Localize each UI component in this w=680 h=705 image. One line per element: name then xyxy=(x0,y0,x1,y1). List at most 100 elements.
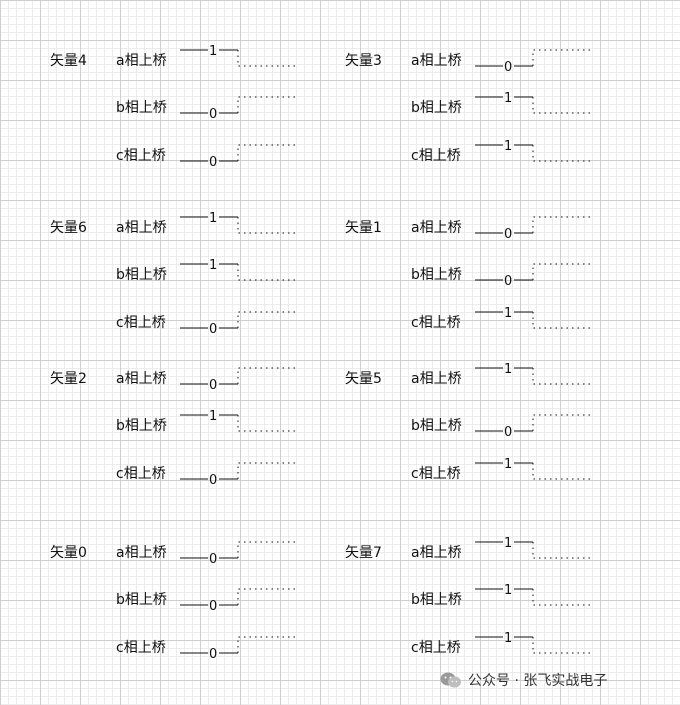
phase-label: b相上桥 xyxy=(411,592,462,608)
phase-label: c相上桥 xyxy=(411,148,461,164)
phase-label: b相上桥 xyxy=(116,267,167,283)
dotted-transition-line xyxy=(532,49,593,66)
value-digit: 1 xyxy=(504,91,512,106)
value-digit: 0 xyxy=(504,60,512,75)
phase-label: a相上桥 xyxy=(116,53,167,69)
phase-waveform: 1 xyxy=(475,536,593,559)
phase-waveform: 0 xyxy=(180,367,298,393)
value-digit: 1 xyxy=(504,306,512,321)
dotted-transition-line xyxy=(237,636,298,653)
value-digit: 0 xyxy=(209,155,217,170)
phase-waveform: 1 xyxy=(180,44,298,67)
value-digit: 0 xyxy=(209,107,217,122)
dotted-transition-line xyxy=(532,312,593,329)
vector-label: 矢量4 xyxy=(50,53,87,69)
value-digit: 0 xyxy=(504,227,512,242)
phase-waveform: 1 xyxy=(475,583,593,606)
vector-label: 矢量3 xyxy=(345,53,382,69)
phase-waveform: 1 xyxy=(180,409,298,432)
phase-label: a相上桥 xyxy=(116,371,167,387)
watermark: 公众号 · 张飞实战电子 xyxy=(440,670,607,690)
dotted-transition-line xyxy=(237,588,298,605)
dotted-transition-line xyxy=(237,50,298,67)
phase-waveform: 0 xyxy=(475,216,593,242)
phase-label: a相上桥 xyxy=(116,220,167,236)
dotted-transition-line xyxy=(532,542,593,559)
dotted-transition-line xyxy=(532,97,593,114)
phase-label: c相上桥 xyxy=(411,315,461,331)
dotted-transition-line xyxy=(532,263,593,280)
phase-waveform: 0 xyxy=(475,49,593,75)
value-digit: 1 xyxy=(504,362,512,377)
phase-label: c相上桥 xyxy=(411,466,461,482)
value-digit: 1 xyxy=(209,258,217,273)
phase-waveform: 0 xyxy=(180,96,298,122)
phase-waveform: 1 xyxy=(475,306,593,329)
wechat-icon xyxy=(440,672,461,688)
dotted-transition-line xyxy=(532,414,593,431)
dotted-transition-line xyxy=(237,144,298,161)
value-digit: 1 xyxy=(504,536,512,551)
value-digit: 1 xyxy=(504,139,512,154)
phase-label: c相上桥 xyxy=(116,466,166,482)
vector-label: 矢量2 xyxy=(50,371,87,387)
phase-label: b相上桥 xyxy=(116,418,167,434)
phase-waveform: 1 xyxy=(475,139,593,162)
phase-label: a相上桥 xyxy=(411,53,462,69)
phase-waveform: 0 xyxy=(180,462,298,488)
vector-label: 矢量6 xyxy=(50,220,87,236)
value-digit: 1 xyxy=(209,211,217,226)
value-digit: 1 xyxy=(504,457,512,472)
dotted-transition-line xyxy=(532,145,593,162)
vector-label: 矢量7 xyxy=(345,545,382,561)
phase-waveform: 0 xyxy=(180,588,298,614)
value-digit: 1 xyxy=(504,631,512,646)
phase-waveform: 0 xyxy=(180,144,298,170)
phase-label: b相上桥 xyxy=(116,592,167,608)
phase-waveform: 1 xyxy=(475,91,593,114)
phase-label: c相上桥 xyxy=(116,148,166,164)
value-digit: 0 xyxy=(209,378,217,393)
phase-label: a相上桥 xyxy=(411,371,462,387)
phase-waveform: 1 xyxy=(475,457,593,480)
phase-label: c相上桥 xyxy=(411,640,461,656)
value-digit: 0 xyxy=(504,274,512,289)
value-digit: 1 xyxy=(209,409,217,424)
dotted-transition-line xyxy=(237,462,298,479)
phase-waveform: 0 xyxy=(180,636,298,662)
dotted-transition-line xyxy=(237,367,298,384)
dotted-transition-line xyxy=(532,368,593,385)
dotted-transition-line xyxy=(532,589,593,606)
phase-label: b相上桥 xyxy=(116,100,167,116)
value-digit: 0 xyxy=(209,473,217,488)
value-digit: 0 xyxy=(209,322,217,337)
dotted-transition-line xyxy=(237,311,298,328)
phase-label: a相上桥 xyxy=(116,545,167,561)
phase-waveform: 0 xyxy=(180,541,298,567)
dotted-transition-line xyxy=(237,415,298,432)
dotted-transition-line xyxy=(237,264,298,281)
dotted-transition-line xyxy=(532,216,593,233)
phase-label: b相上桥 xyxy=(411,100,462,116)
value-digit: 0 xyxy=(504,425,512,440)
phase-waveform: 0 xyxy=(475,414,593,440)
value-digit: 1 xyxy=(504,583,512,598)
vector-label: 矢量5 xyxy=(345,371,382,387)
dotted-transition-line xyxy=(532,637,593,654)
phase-waveform: 1 xyxy=(475,631,593,654)
phase-label: c相上桥 xyxy=(116,315,166,331)
phase-label: b相上桥 xyxy=(411,267,462,283)
value-digit: 0 xyxy=(209,552,217,567)
phase-waveform: 1 xyxy=(180,211,298,234)
phase-waveform: 0 xyxy=(180,311,298,337)
watermark-text: 公众号 · 张飞实战电子 xyxy=(468,673,608,689)
phase-waveform: 0 xyxy=(475,263,593,289)
phase-waveform: 1 xyxy=(180,258,298,281)
phase-label: a相上桥 xyxy=(411,220,462,236)
value-digit: 1 xyxy=(209,44,217,59)
vector-label: 矢量1 xyxy=(345,220,382,236)
vector-label: 矢量0 xyxy=(50,545,87,561)
dotted-transition-line xyxy=(237,541,298,558)
dotted-transition-line xyxy=(237,217,298,234)
